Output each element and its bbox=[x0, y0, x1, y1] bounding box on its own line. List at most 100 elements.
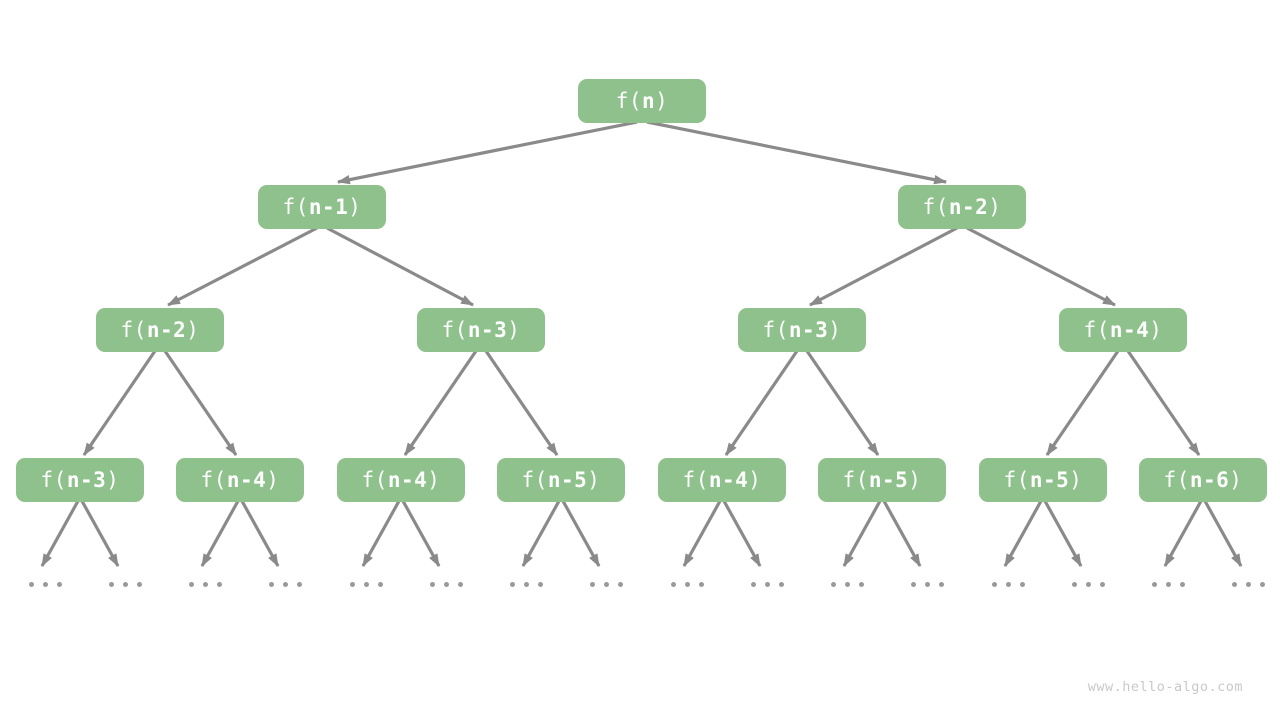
ellipsis-dot bbox=[1179, 581, 1185, 587]
tree-node-l3-4: f(n-4) bbox=[658, 458, 786, 502]
ellipsis-leaf-2 bbox=[188, 581, 222, 587]
tree-edge bbox=[722, 500, 762, 567]
ellipsis-dot bbox=[268, 581, 274, 587]
ellipsis-leaf-4 bbox=[349, 581, 383, 587]
ellipsis-dot bbox=[1151, 581, 1157, 587]
tree-edge bbox=[326, 226, 475, 307]
ellipsis-dot bbox=[670, 581, 676, 587]
ellipsis-dot bbox=[188, 581, 194, 587]
ellipsis-leaf-13 bbox=[1071, 581, 1105, 587]
tree-edge bbox=[167, 226, 318, 307]
tree-node-l3-5: f(n-5) bbox=[818, 458, 946, 502]
ellipsis-leaf-1 bbox=[108, 581, 142, 587]
tree-node-l1-1: f(n-2) bbox=[898, 185, 1026, 229]
tree-edge bbox=[966, 226, 1116, 307]
ellipsis-dot bbox=[42, 581, 48, 587]
tree-node-l0-0: f(n) bbox=[578, 79, 706, 123]
tree-edge bbox=[682, 500, 722, 567]
ellipsis-leaf-3 bbox=[268, 581, 302, 587]
ellipsis-dot bbox=[858, 581, 864, 587]
ellipsis-dot bbox=[349, 581, 355, 587]
tree-node-l3-2: f(n-4) bbox=[337, 458, 465, 502]
tree-node-l2-3: f(n-4) bbox=[1059, 308, 1187, 352]
ellipsis-dot bbox=[750, 581, 756, 587]
ellipsis-dot bbox=[1245, 581, 1251, 587]
tree-edge bbox=[646, 120, 948, 185]
ellipsis-dot bbox=[136, 581, 142, 587]
ellipsis-dot bbox=[1005, 581, 1011, 587]
tree-node-l2-2: f(n-3) bbox=[738, 308, 866, 352]
ellipsis-dot bbox=[509, 581, 515, 587]
tree-node-l3-7: f(n-6) bbox=[1139, 458, 1267, 502]
ellipsis-leaf-9 bbox=[750, 581, 784, 587]
tree-edge bbox=[1003, 500, 1043, 567]
ellipsis-dot bbox=[296, 581, 302, 587]
tree-edge bbox=[200, 500, 240, 567]
ellipsis-leaf-10 bbox=[830, 581, 864, 587]
ellipsis-dot bbox=[684, 581, 690, 587]
tree-edge bbox=[1126, 350, 1201, 456]
ellipsis-leaf-14 bbox=[1151, 581, 1185, 587]
ellipsis-dot bbox=[1071, 581, 1077, 587]
ellipsis-dot bbox=[56, 581, 62, 587]
tree-edge bbox=[80, 500, 120, 567]
tree-edge bbox=[1043, 500, 1083, 567]
tree-edge bbox=[561, 500, 601, 567]
ellipsis-dot bbox=[429, 581, 435, 587]
watermark: www.hello-algo.com bbox=[1087, 679, 1243, 695]
ellipsis-dot bbox=[377, 581, 383, 587]
ellipsis-leaf-7 bbox=[589, 581, 623, 587]
ellipsis-dot bbox=[108, 581, 114, 587]
ellipsis-dot bbox=[924, 581, 930, 587]
ellipsis-dot bbox=[202, 581, 208, 587]
ellipsis-dot bbox=[28, 581, 34, 587]
tree-node-l3-0: f(n-3) bbox=[16, 458, 144, 502]
ellipsis-leaf-0 bbox=[28, 581, 62, 587]
tree-edge bbox=[240, 500, 280, 567]
ellipsis-dot bbox=[910, 581, 916, 587]
ellipsis-dot bbox=[1019, 581, 1025, 587]
ellipsis-dot bbox=[216, 581, 222, 587]
ellipsis-dot bbox=[991, 581, 997, 587]
ellipsis-dot bbox=[844, 581, 850, 587]
ellipsis-dot bbox=[589, 581, 595, 587]
ellipsis-dot bbox=[1165, 581, 1171, 587]
ellipsis-dot bbox=[1231, 581, 1237, 587]
ellipsis-dot bbox=[764, 581, 770, 587]
ellipsis-dot bbox=[603, 581, 609, 587]
tree-edge bbox=[809, 226, 958, 307]
ellipsis-dot bbox=[830, 581, 836, 587]
ellipsis-dot bbox=[537, 581, 543, 587]
ellipsis-dot bbox=[1085, 581, 1091, 587]
tree-edge bbox=[82, 350, 157, 456]
tree-edge bbox=[336, 120, 638, 185]
ellipsis-dot bbox=[1099, 581, 1105, 587]
tree-node-l3-6: f(n-5) bbox=[979, 458, 1107, 502]
tree-edge bbox=[882, 500, 922, 567]
tree-edge bbox=[484, 350, 559, 456]
tree-edge bbox=[805, 350, 880, 456]
tree-edge bbox=[361, 500, 401, 567]
ellipsis-leaf-5 bbox=[429, 581, 463, 587]
tree-edge bbox=[521, 500, 561, 567]
tree-edge bbox=[401, 500, 441, 567]
tree-edge bbox=[1045, 350, 1120, 456]
tree-edge bbox=[403, 350, 478, 456]
ellipsis-dot bbox=[457, 581, 463, 587]
ellipsis-dot bbox=[363, 581, 369, 587]
tree-edge bbox=[842, 500, 882, 567]
tree-edge bbox=[724, 350, 799, 456]
ellipsis-dot bbox=[617, 581, 623, 587]
ellipsis-dot bbox=[282, 581, 288, 587]
tree-edge bbox=[163, 350, 238, 456]
tree-node-l3-3: f(n-5) bbox=[497, 458, 625, 502]
ellipsis-leaf-11 bbox=[910, 581, 944, 587]
tree-node-l2-0: f(n-2) bbox=[96, 308, 224, 352]
ellipsis-leaf-12 bbox=[991, 581, 1025, 587]
ellipsis-dot bbox=[523, 581, 529, 587]
ellipsis-dot bbox=[938, 581, 944, 587]
tree-node-l3-1: f(n-4) bbox=[176, 458, 304, 502]
tree-edge bbox=[1203, 500, 1243, 567]
ellipsis-dot bbox=[778, 581, 784, 587]
ellipsis-dot bbox=[122, 581, 128, 587]
